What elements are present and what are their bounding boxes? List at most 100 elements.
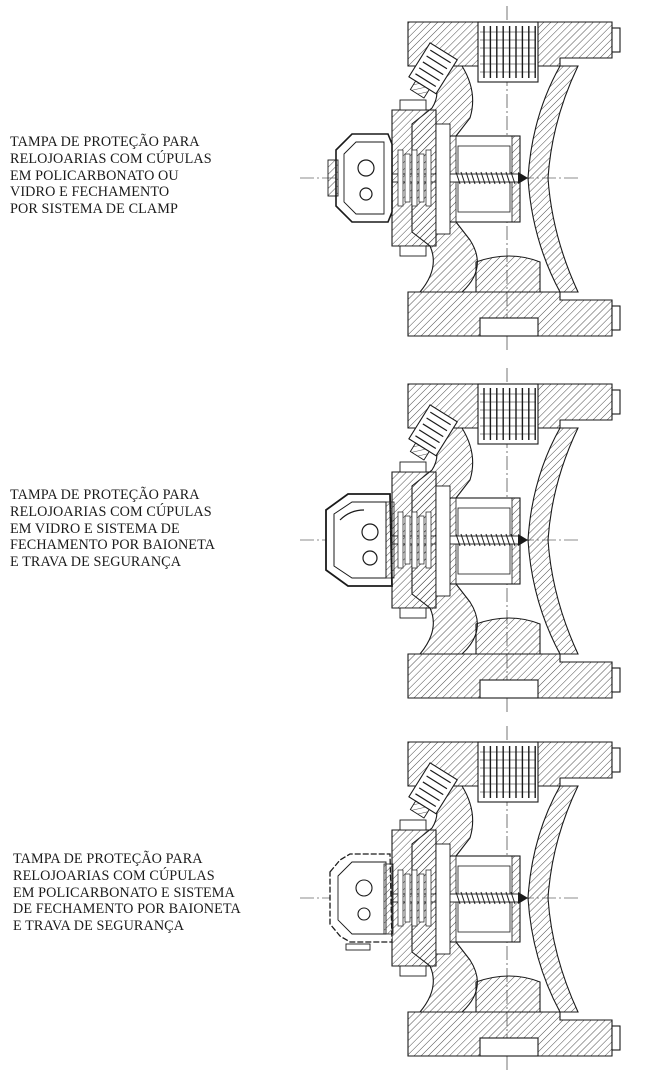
outlet-port	[479, 1037, 539, 1057]
fitting-rib	[422, 423, 444, 438]
screw-thread	[505, 891, 511, 905]
adaptor-bottom-seal	[399, 607, 427, 619]
outlet-port	[479, 317, 539, 337]
top-flange-lip	[611, 747, 621, 773]
caption-line: DE FECHAMENTO POR BAIONETA	[13, 901, 241, 918]
bayonet-ring	[385, 501, 395, 579]
screw-thread	[455, 171, 461, 185]
screw-thread	[470, 171, 476, 185]
screw-thread	[485, 891, 491, 905]
screw-thread	[475, 533, 481, 547]
outlet-port	[479, 679, 539, 699]
screw-thread	[470, 533, 476, 547]
dial-wheel	[355, 879, 373, 897]
gear-plate	[397, 869, 404, 927]
top-flange-lip	[611, 27, 621, 53]
screw-thread	[465, 533, 471, 547]
fitting-rib	[418, 787, 440, 802]
caption-polycarbonate-bayonet: TAMPA DE PROTEÇÃO PARA RELOJOARIAS COM C…	[13, 851, 241, 935]
flow-straightener	[477, 741, 539, 803]
screw-thread	[460, 533, 466, 547]
bottom-flange-lip	[611, 1025, 621, 1051]
cover-shell	[329, 853, 393, 943]
caption-line: TAMPA DE PROTEÇÃO PARA	[13, 851, 203, 867]
gear-plate	[404, 873, 411, 923]
gear-plate	[404, 153, 411, 203]
dial-wheel	[361, 523, 379, 541]
bottom-duct	[475, 255, 541, 293]
cover-shell	[335, 133, 393, 223]
body-shell-right	[527, 785, 579, 1013]
valve-drawing-polycarbonate-bayonet	[300, 726, 621, 1072]
screw-thread	[460, 171, 466, 185]
fitting-rib	[418, 429, 440, 444]
screw-thread	[475, 171, 481, 185]
screw-thread	[505, 171, 511, 185]
screw-thread	[455, 533, 461, 547]
cover-dome	[343, 141, 385, 215]
adaptor-spacer	[435, 123, 451, 235]
fitting-rib	[429, 769, 451, 784]
cover-shell	[325, 493, 393, 587]
caption-line: E TRAVA DE SEGURANÇA	[13, 918, 185, 935]
angled-fitting	[408, 404, 458, 461]
caption-glass-bayonet: TAMPA DE PROTEÇÃO PARA RELOJOARIAS COM C…	[10, 487, 215, 571]
gear-plate	[411, 511, 418, 569]
adaptor-spacer	[435, 485, 451, 597]
valve-drawing-glass-bayonet	[300, 368, 621, 714]
caption-line: EM VIDRO E SISTEMA DE	[10, 520, 180, 537]
screw-thread	[480, 171, 486, 185]
screw-thread	[480, 891, 486, 905]
screw-thread	[495, 533, 501, 547]
angled-fitting	[408, 762, 458, 819]
caption-line: EM POLICARBONATO E SISTEMA	[13, 884, 235, 901]
bottom-duct	[475, 617, 541, 655]
top-flange-lip	[611, 389, 621, 415]
flow-straightener	[477, 383, 539, 445]
gear-plate	[411, 869, 418, 927]
screw-tip	[518, 892, 528, 904]
screw-thread	[475, 891, 481, 905]
screw-thread	[500, 533, 506, 547]
screw-thread	[485, 533, 491, 547]
dial-wheel	[357, 159, 375, 177]
fitting-rib	[422, 61, 444, 76]
fitting-rib	[429, 49, 451, 64]
fitting-rib	[429, 411, 451, 426]
bottom-flange-lip	[611, 305, 621, 331]
adaptor-bottom-seal	[399, 245, 427, 257]
body-shell-right	[527, 427, 579, 655]
gear-plate	[418, 153, 425, 203]
fitting-rib	[426, 55, 448, 70]
gear-plate	[425, 869, 432, 927]
caption-line: RELOJOARIAS COM CÚPULAS	[10, 503, 212, 520]
caption-line: E TRAVA DE SEGURANÇA	[10, 554, 182, 571]
fitting-base	[409, 800, 430, 819]
fitting-rib	[415, 435, 437, 450]
screw-thread	[465, 171, 471, 185]
clamp-ring	[327, 159, 339, 197]
screw-thread	[510, 171, 516, 185]
caption-line: VIDRO E FECHAMENTO	[10, 184, 170, 201]
screw-thread	[455, 891, 461, 905]
screw-thread	[490, 171, 496, 185]
screw-thread	[490, 891, 496, 905]
screw-thread	[495, 891, 501, 905]
angled-fitting	[408, 42, 458, 99]
screw-thread	[510, 533, 516, 547]
caption-line: TAMPA DE PROTEÇÃO PARA	[10, 487, 200, 503]
gear-plate	[418, 873, 425, 923]
screw-thread	[505, 533, 511, 547]
protective-cover	[329, 853, 394, 951]
dial-wheel	[362, 550, 378, 566]
screw-thread	[470, 891, 476, 905]
caption-clamp-closure: TAMPA DE PROTEÇÃO PARA RELOJOARIAS COM C…	[10, 134, 212, 218]
bottom-flange-lip	[611, 667, 621, 693]
screw-thread	[485, 171, 491, 185]
adaptor-top-seal	[399, 99, 427, 111]
gear-plate	[397, 511, 404, 569]
glass-highlight	[339, 509, 365, 521]
body-shell-right	[527, 65, 579, 293]
caption-line: TAMPA DE PROTEÇÃO PARA	[10, 134, 200, 150]
